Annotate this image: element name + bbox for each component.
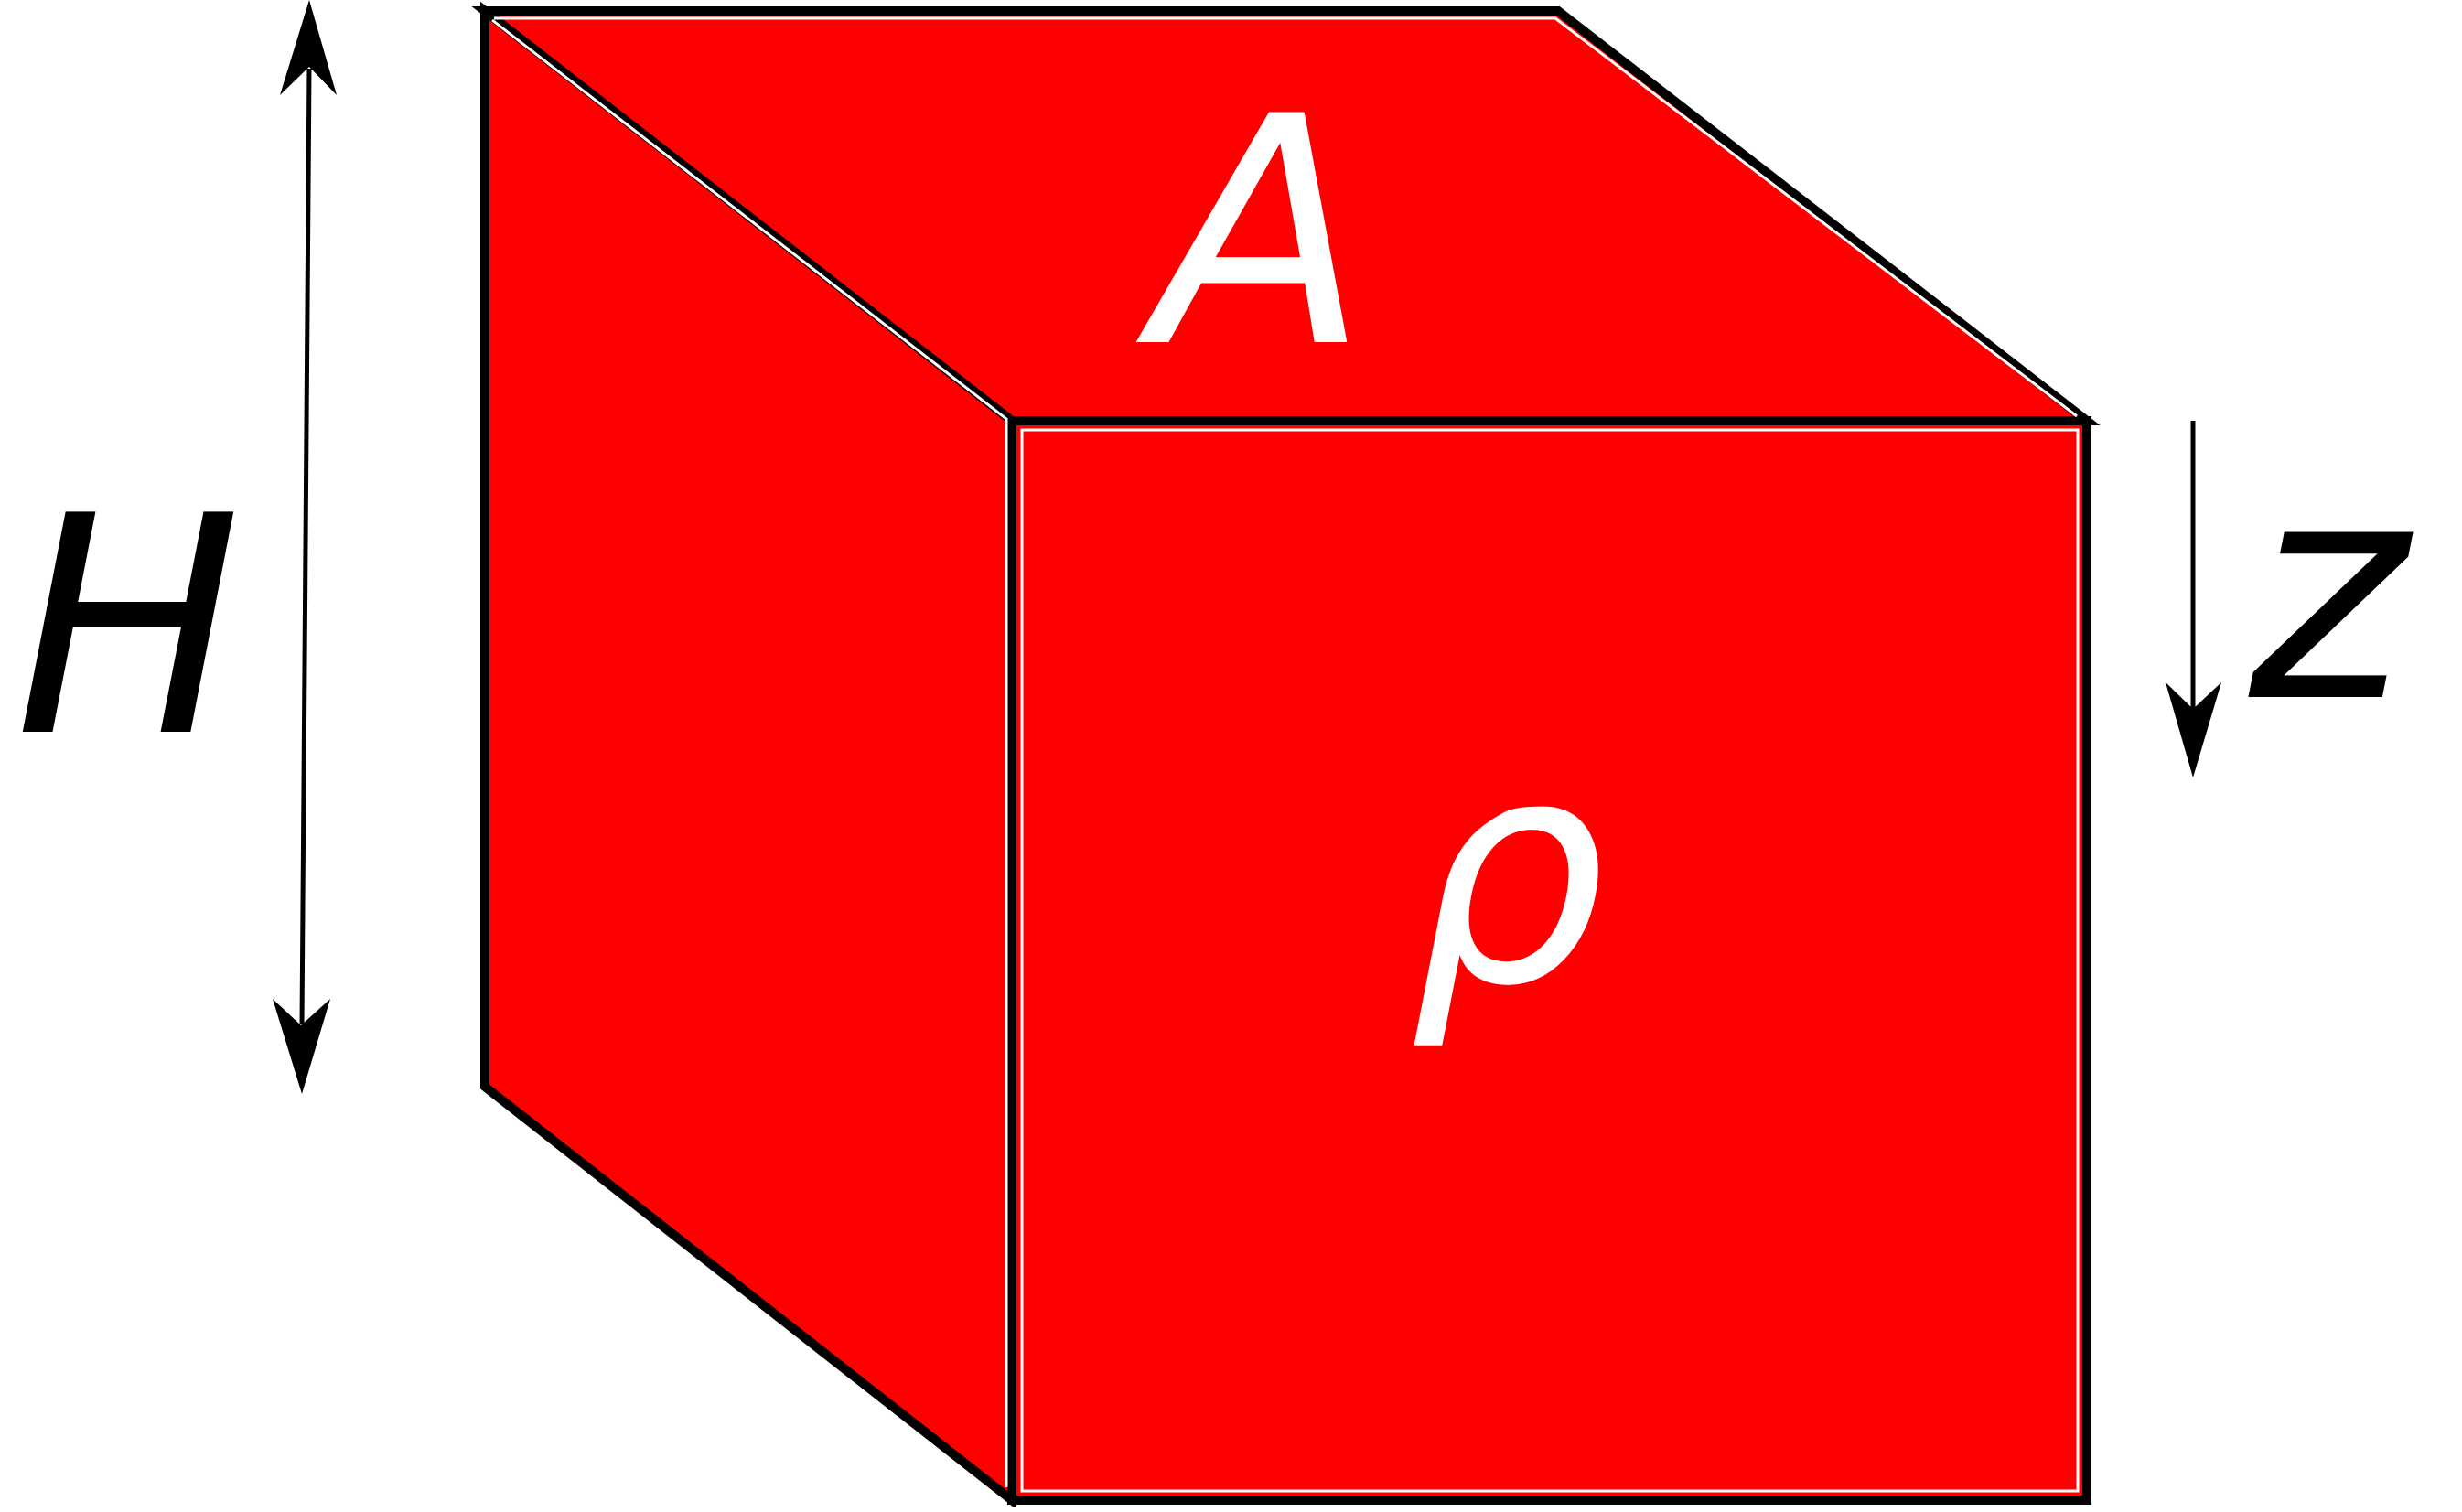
height-arrow-head-top bbox=[280, 0, 337, 95]
cube-edge-highlight bbox=[491, 18, 1008, 1487]
top-face-label: A bbox=[1133, 50, 1369, 417]
height-label: H bbox=[15, 452, 242, 803]
height-arrow-head-bottom bbox=[273, 999, 330, 1094]
front-face-label: ρ bbox=[1409, 692, 1607, 1055]
depth-label: z bbox=[2244, 417, 2414, 768]
cube-front-face bbox=[1007, 416, 2091, 1505]
cube-edge-highlight bbox=[494, 16, 2078, 418]
height-annotation: H bbox=[15, 0, 337, 1094]
cube bbox=[471, 1, 2101, 1510]
depth-arrow-head bbox=[2166, 682, 2221, 777]
cube-edge-highlight bbox=[1020, 428, 2080, 1493]
height-arrow bbox=[299, 68, 312, 1025]
depth-annotation: z bbox=[2166, 417, 2414, 777]
